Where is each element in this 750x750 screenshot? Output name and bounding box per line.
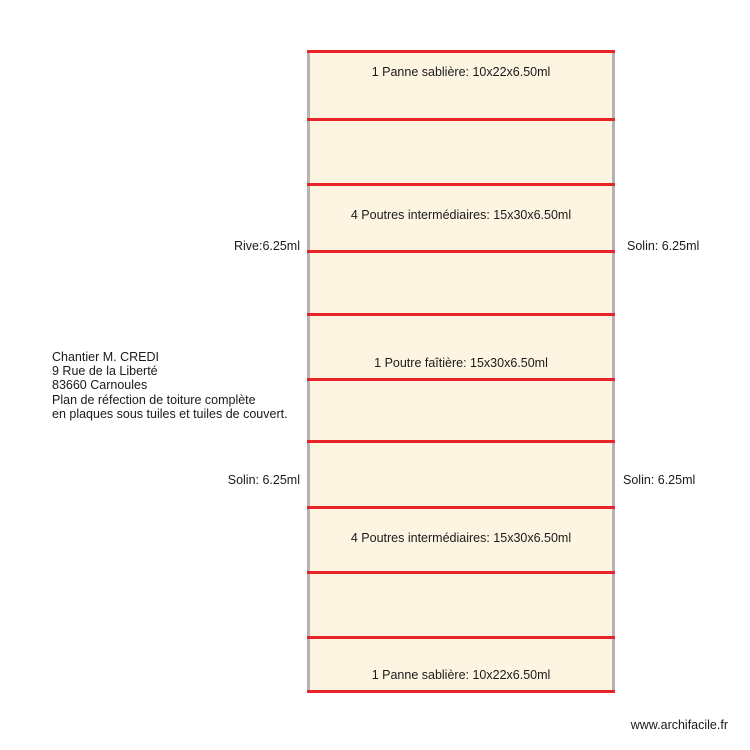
footer-credit[interactable]: www.archifacile.fr: [630, 718, 728, 732]
title-block-line-desc-2: en plaques sous tuiles et tuiles de couv…: [52, 406, 288, 421]
structural-line[interactable]: [307, 378, 615, 381]
right-edge-rail: [611, 50, 615, 693]
band-label-poutres-intermediaires-top: 4 Poutres intermédiaires: 15x30x6.50ml: [350, 208, 572, 222]
roof-band[interactable]: [310, 509, 612, 571]
structural-line[interactable]: [307, 118, 615, 121]
roof-band[interactable]: [310, 574, 612, 636]
structural-line[interactable]: [307, 571, 615, 574]
roof-band[interactable]: [310, 53, 612, 118]
structural-line[interactable]: [307, 250, 615, 253]
annotation-solin-right-upper: Solin: 6.25ml: [627, 239, 700, 253]
annotation-rive-left: Rive:6.25ml: [234, 239, 300, 253]
structural-line[interactable]: [307, 440, 615, 443]
roof-band[interactable]: [310, 186, 612, 250]
band-label-poutre-faitiere: 1 Poutre faîtière: 15x30x6.50ml: [374, 356, 548, 370]
left-edge-rail: [307, 50, 311, 693]
band-label-panne-sabliere-bottom: 1 Panne sablière: 10x22x6.50ml: [371, 668, 551, 682]
structural-line[interactable]: [307, 50, 615, 53]
structural-line[interactable]: [307, 690, 615, 693]
annotation-solin-right-lower: Solin: 6.25ml: [623, 473, 696, 487]
title-block: Chantier M. CREDI 9 Rue de la Liberté 83…: [52, 350, 288, 421]
roof-plan-drawing[interactable]: 1 Panne sablière: 10x22x6.50ml 4 Poutres…: [307, 50, 615, 693]
title-block-line-client: Chantier M. CREDI: [52, 350, 159, 364]
band-label-poutres-intermediaires-bottom: 4 Poutres intermédiaires: 15x30x6.50ml: [350, 531, 572, 545]
title-block-line-street: 9 Rue de la Liberté: [52, 364, 158, 379]
title-block-line-desc-1: Plan de réfection de toiture complète: [52, 392, 256, 407]
structural-line[interactable]: [307, 636, 615, 639]
roof-band[interactable]: [310, 381, 612, 440]
annotation-solin-left: Solin: 6.25ml: [227, 473, 300, 487]
roof-band[interactable]: [310, 443, 612, 506]
structural-line[interactable]: [307, 506, 615, 509]
roof-band[interactable]: [310, 121, 612, 183]
roof-band[interactable]: [310, 316, 612, 378]
band-label-panne-sabliere-top: 1 Panne sablière: 10x22x6.50ml: [371, 65, 551, 79]
roof-band[interactable]: [310, 253, 612, 313]
title-block-line-city: 83660 Carnoules: [52, 378, 148, 393]
structural-line[interactable]: [307, 313, 615, 316]
structural-line[interactable]: [307, 183, 615, 186]
roof-band[interactable]: [310, 639, 612, 690]
